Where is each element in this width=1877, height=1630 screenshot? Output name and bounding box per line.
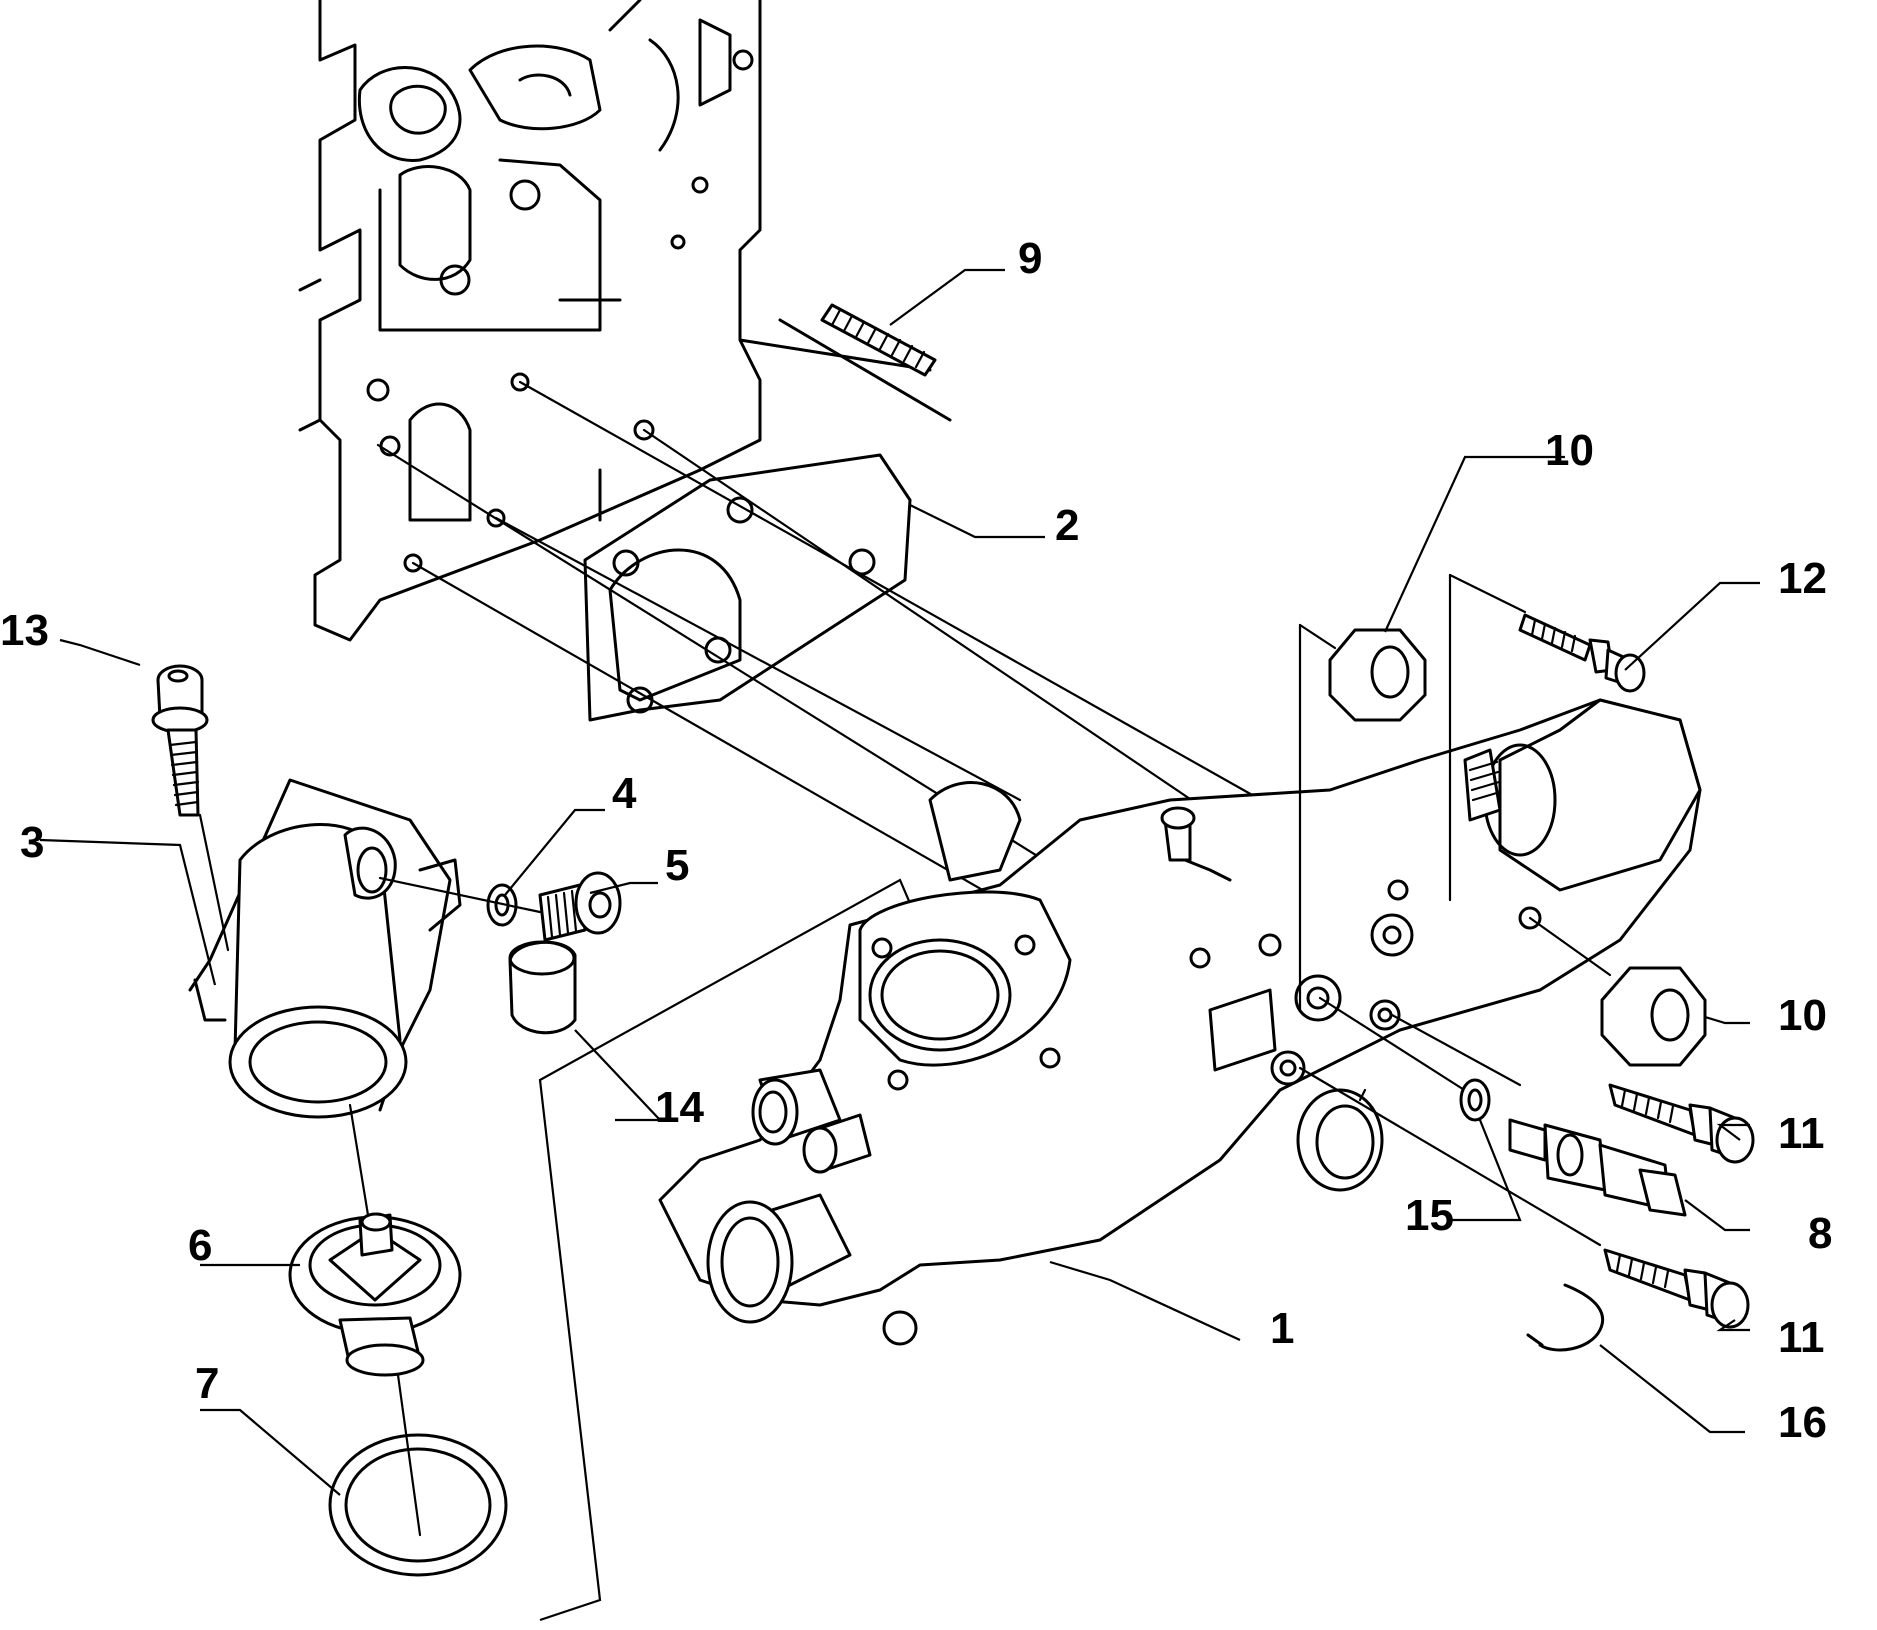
callout-11-lower: 11 — [1778, 1313, 1825, 1362]
coolant-housing-part-1 — [658, 698, 1702, 1346]
callout-3: 3 — [20, 818, 44, 867]
gasket-part-2 — [583, 453, 912, 722]
nut-part-10-lower — [1600, 966, 1707, 1067]
callout-4: 4 — [612, 769, 637, 818]
callout-labels: 1 2 3 4 5 6 7 8 9 10 10 11 11 12 13 14 1… — [0, 234, 1832, 1447]
callout-12: 12 — [1778, 554, 1827, 603]
bolt-part-13 — [151, 664, 209, 817]
sensor-part-8 — [1508, 1118, 1687, 1217]
screw-5-alignment — [378, 876, 542, 914]
callout-1: 1 — [1270, 1304, 1294, 1353]
nut-part-10-upper — [1328, 628, 1427, 722]
callout-9: 9 — [1018, 234, 1042, 283]
thermostat-part-6 — [288, 1212, 462, 1377]
thermostat-housing-part-3 — [188, 778, 462, 1119]
washer-part-15 — [1459, 1078, 1491, 1122]
callout-6: 6 — [188, 1221, 212, 1270]
assembly-lines-right — [1298, 573, 1612, 1247]
callout-10-upper: 10 — [1545, 426, 1594, 475]
callout-5: 5 — [665, 841, 689, 890]
engine-block-drawing — [298, 0, 952, 642]
callout-16: 16 — [1778, 1398, 1827, 1447]
cap-part-14 — [508, 940, 577, 1035]
callout-15: 15 — [1405, 1191, 1454, 1240]
callout-14: 14 — [655, 1083, 704, 1132]
bolt-part-11-upper — [1608, 1083, 1755, 1164]
clip-part-16 — [1526, 1283, 1604, 1352]
bolt-13-alignment — [198, 813, 230, 952]
callout-7: 7 — [195, 1359, 219, 1408]
callout-2: 2 — [1055, 501, 1079, 550]
leader-lines — [39, 268, 1760, 1496]
seal-ring-part-7 — [328, 1433, 508, 1577]
callout-8: 8 — [1808, 1209, 1832, 1258]
thermostat-alignment — [348, 1103, 370, 1217]
callout-10-lower: 10 — [1778, 991, 1827, 1040]
callout-11-upper: 11 — [1778, 1109, 1825, 1158]
screw-part-5 — [538, 871, 622, 942]
callout-13: 13 — [0, 606, 49, 655]
stud-part-9 — [820, 303, 937, 377]
seal-alignment — [396, 1373, 422, 1537]
bolt-part-11-lower — [1603, 1248, 1750, 1329]
bolt-part-12 — [1518, 613, 1646, 693]
